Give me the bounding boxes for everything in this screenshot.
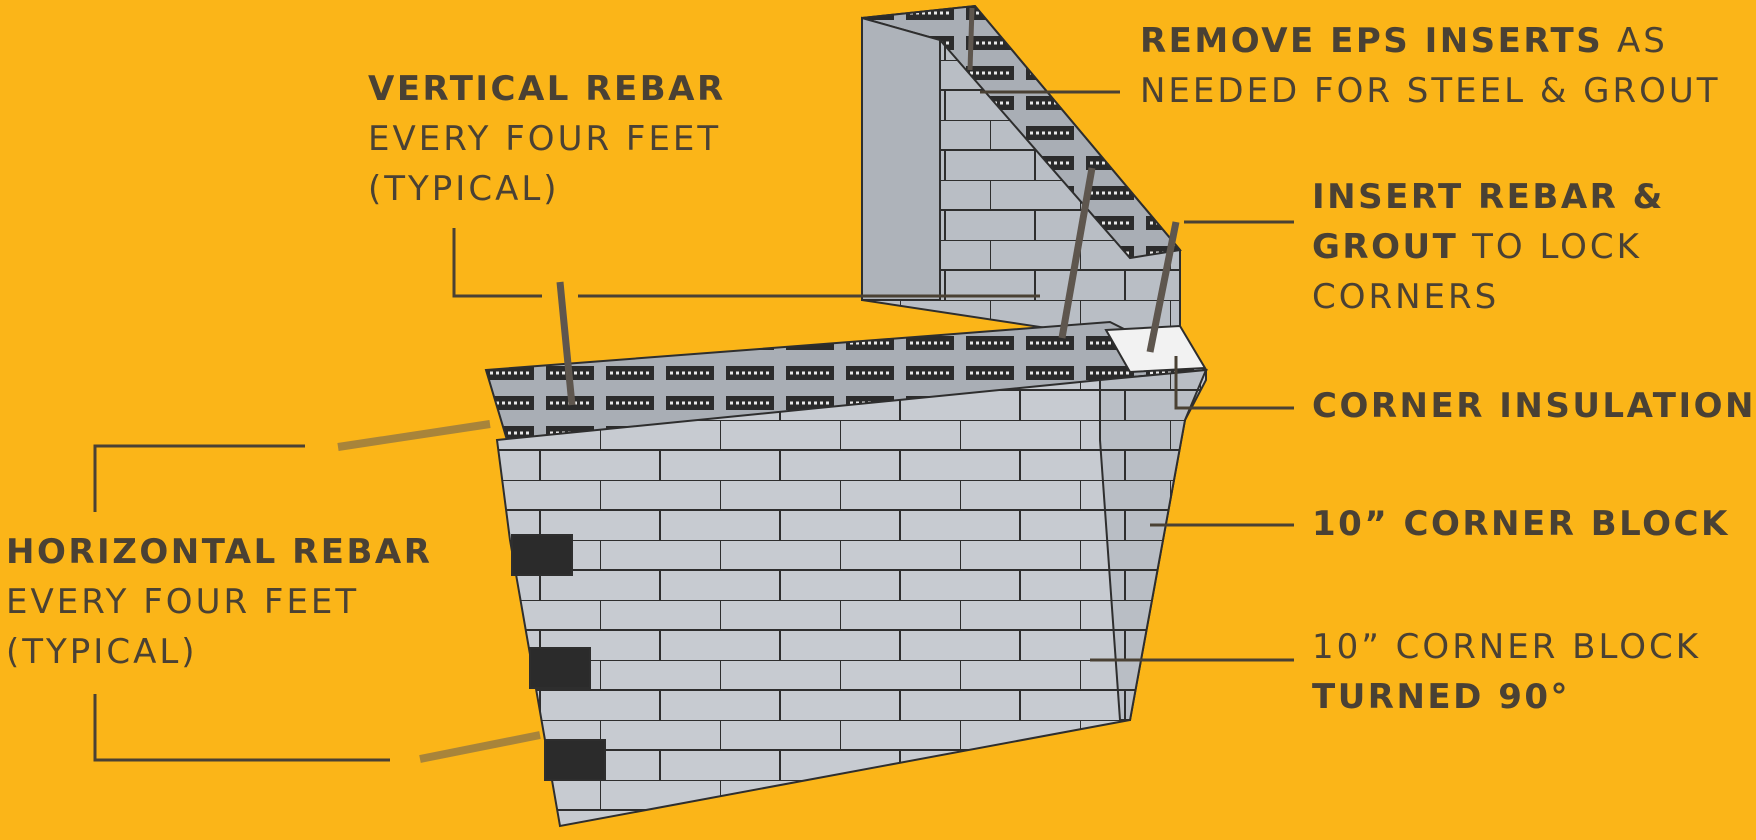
leader-vertical-rebar-left — [452, 228, 542, 298]
label-insert-rebar: INSERT REBAR & GROUT TO LOCK CORNERS — [1312, 172, 1665, 322]
label-corner-block-turned: 10” CORNER BLOCK TURNED 90° — [1312, 622, 1701, 722]
label-corner-insulation-bold: CORNER INSULATION — [1312, 386, 1756, 426]
label-vertical-rebar-line2: EVERY FOUR FEET — [368, 119, 722, 159]
label-corner-insulation: CORNER INSULATION — [1312, 381, 1756, 431]
label-remove-eps-inserts: REMOVE EPS INSERTS AS NEEDED FOR STEEL &… — [1140, 16, 1721, 116]
label-horizontal-rebar-bold: HORIZONTAL REBAR — [6, 532, 433, 572]
leader-corner-insulation — [1174, 356, 1294, 410]
label-horizontal-rebar-line3: (TYPICAL) — [6, 632, 198, 672]
label-corner-block-turned-line1: 10” CORNER BLOCK — [1312, 627, 1702, 667]
label-corner-block-turned-bold: TURNED 90° — [1312, 677, 1571, 717]
leader-lines — [93, 90, 1294, 762]
front-wall-face — [495, 368, 1208, 828]
label-insert-rebar-line3: CORNERS — [1312, 277, 1500, 317]
diagram-canvas: REMOVE EPS INSERTS AS NEEDED FOR STEEL &… — [6, 4, 1753, 828]
label-insert-rebar-rest2: TO LOCK — [1458, 227, 1642, 267]
label-vertical-rebar-line3: (TYPICAL) — [368, 169, 560, 209]
label-corner-block-bold: 10” CORNER BLOCK — [1312, 504, 1730, 544]
label-horizontal-rebar-line2: EVERY FOUR FEET — [6, 582, 360, 622]
label-remove-eps-bold: REMOVE EPS INSERTS — [1140, 21, 1604, 61]
leader-horizontal-rebar-top — [93, 444, 305, 512]
label-remove-eps-rest: AS — [1603, 21, 1668, 61]
label-horizontal-rebar: HORIZONTAL REBAR EVERY FOUR FEET (TYPICA… — [6, 527, 432, 677]
label-vertical-rebar: VERTICAL REBAR EVERY FOUR FEET (TYPICAL) — [368, 64, 726, 214]
label-insert-rebar-bold1: INSERT REBAR & — [1312, 177, 1665, 217]
label-vertical-rebar-bold: VERTICAL REBAR — [368, 69, 726, 109]
horizontal-rebars — [337, 420, 541, 763]
vertical-rebars — [556, 7, 1180, 406]
label-insert-rebar-bold2: GROUT — [1312, 227, 1459, 267]
back-wall — [861, 4, 1182, 331]
wall-illustration — [93, 4, 1294, 828]
label-corner-block: 10” CORNER BLOCK — [1312, 499, 1730, 549]
label-remove-eps-line2: NEEDED FOR STEEL & GROUT — [1140, 71, 1721, 111]
leader-horizontal-rebar-bottom — [93, 694, 390, 762]
